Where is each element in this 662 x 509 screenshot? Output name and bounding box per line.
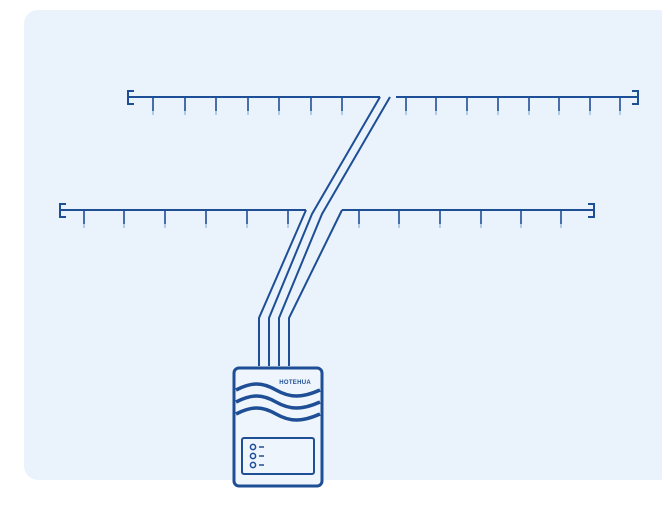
led-indicator-icon <box>249 452 257 460</box>
wave-icon <box>235 394 321 410</box>
led-indicator-icon <box>249 443 257 451</box>
upper-sensor-cable <box>127 90 639 115</box>
feed-cable-4 <box>288 209 343 366</box>
status-indicators <box>249 443 264 469</box>
wave-icon <box>235 382 321 398</box>
controller-unit: HOTEHUA <box>232 366 324 488</box>
feed-cable-2 <box>268 96 381 366</box>
upper-cable-right-end-icon <box>632 90 639 105</box>
controller-display-panel <box>241 437 315 475</box>
controller-brand-label: HOTEHUA <box>279 380 311 386</box>
led-indicator-icon <box>249 461 257 469</box>
lower-sensor-cable <box>59 203 595 228</box>
lower-cable-right-end-icon <box>588 203 595 218</box>
diagram-background <box>24 10 662 480</box>
feed-cable-3 <box>278 96 391 366</box>
feed-cables <box>258 96 391 366</box>
wave-icon <box>235 406 321 422</box>
feed-cable-1 <box>258 209 307 366</box>
